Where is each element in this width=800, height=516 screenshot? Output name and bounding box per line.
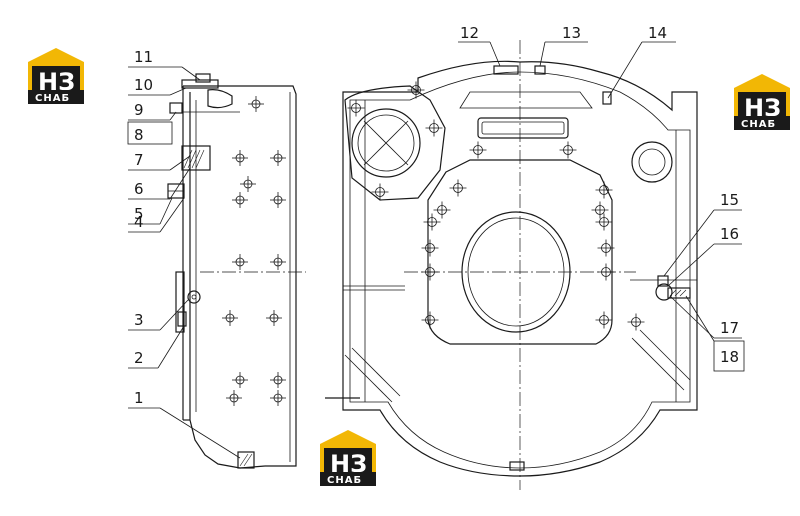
front-view xyxy=(325,40,698,490)
callout-3: 3 xyxy=(128,299,189,331)
callout-8: 8 xyxy=(127,121,173,145)
callout-10: 10 xyxy=(128,76,187,96)
callout-label-13: 13 xyxy=(562,24,581,42)
callout-9: 9 xyxy=(128,101,177,121)
callout-7: 7 xyxy=(128,151,191,171)
side-view xyxy=(167,73,306,469)
callout-label-6: 6 xyxy=(134,180,144,198)
callout-label-16: 16 xyxy=(720,225,739,243)
callout-12: 12 xyxy=(458,24,501,67)
callout-layer: 11 10 9 8 7 6 5 4 xyxy=(127,24,745,459)
callout-label-8: 8 xyxy=(134,126,144,144)
callout-label-2: 2 xyxy=(134,349,144,367)
callout-1: 1 xyxy=(128,389,241,459)
callout-16: 16 xyxy=(667,225,742,287)
logo-word-bar xyxy=(734,116,790,130)
callout-label-7: 7 xyxy=(134,151,144,169)
front-view-holes xyxy=(347,81,645,331)
callout-5: 5 xyxy=(128,197,173,225)
callout-17: 17 xyxy=(669,295,742,339)
callout-4: 4 xyxy=(128,197,185,233)
callout-label-3: 3 xyxy=(134,311,144,329)
logo-word-bar xyxy=(28,90,84,104)
watermark-logo-left: НЗ СНАБ xyxy=(28,48,84,104)
callout-label-12: 12 xyxy=(460,24,479,42)
callout-6: 6 xyxy=(128,167,191,200)
logo-word: СНАБ xyxy=(327,475,362,486)
logo-word-bar xyxy=(320,472,376,486)
callout-label-10: 10 xyxy=(134,76,153,94)
callout-label-18: 18 xyxy=(720,348,739,366)
side-view-holes xyxy=(222,96,286,406)
callout-label-17: 17 xyxy=(720,319,739,337)
callout-14: 14 xyxy=(607,24,676,99)
callout-label-9: 9 xyxy=(134,101,144,119)
callout-13: 13 xyxy=(539,24,588,67)
callout-label-11: 11 xyxy=(134,48,153,66)
callout-18: 18 xyxy=(685,295,745,372)
callout-label-1: 1 xyxy=(134,389,144,407)
callout-label-14: 14 xyxy=(648,24,667,42)
callout-15: 15 xyxy=(663,191,742,277)
callout-11: 11 xyxy=(128,48,201,81)
logo-word: СНАБ xyxy=(741,119,776,130)
watermark-logo-right: НЗ СНАБ xyxy=(734,74,790,130)
callout-label-5: 5 xyxy=(134,205,144,223)
watermark-logo-bottom: НЗ СНАБ xyxy=(320,430,376,486)
logo-word: СНАБ xyxy=(35,93,70,104)
callout-label-4: 4 xyxy=(134,213,144,231)
callout-2: 2 xyxy=(128,325,185,369)
callout-label-15: 15 xyxy=(720,191,739,209)
